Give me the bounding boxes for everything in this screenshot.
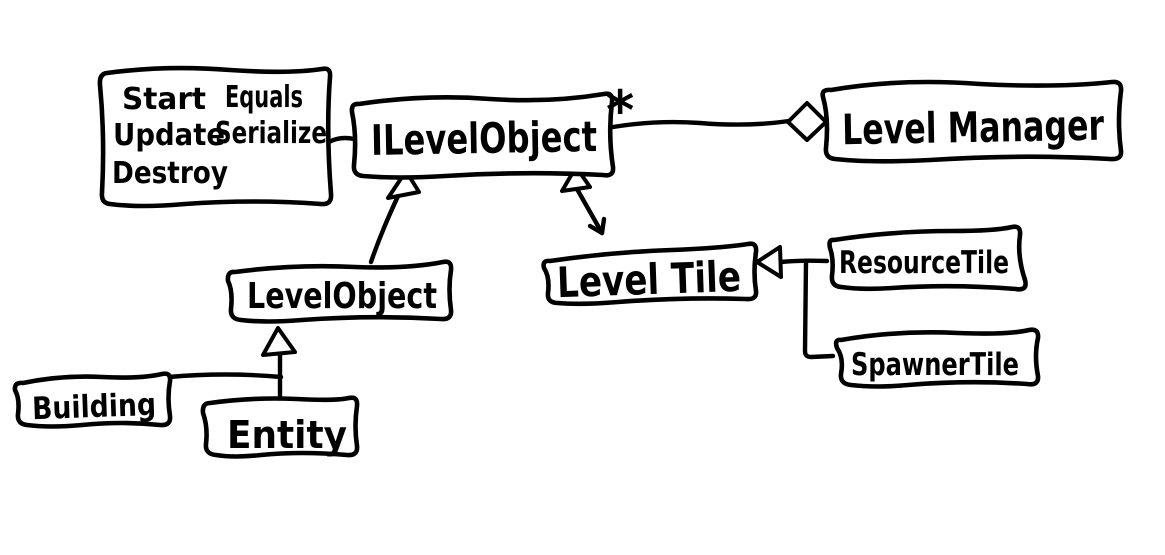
method-label-update: Update: [113, 118, 225, 153]
entity-border: [200, 395, 360, 459]
ilevelobject-border: [349, 91, 616, 180]
inheritance-line-leveltile: [574, 186, 605, 236]
class-box-levelmanager: Level Manager: [820, 79, 1124, 164]
methods-note-border: [97, 65, 334, 209]
building-border: [12, 371, 173, 429]
method-label-equals: Equals: [225, 80, 303, 115]
multiplicity-star-label: *: [606, 79, 634, 142]
leveltile-border: [541, 241, 759, 307]
inheritance-arrowhead-levelobject-bottom: [261, 326, 297, 357]
levelmanager-border: [820, 79, 1124, 164]
note-link-line: [326, 135, 357, 145]
ilevelobject-label: ILevelObject: [371, 112, 598, 165]
building-label: Building: [31, 387, 156, 427]
leveltile-end-barb: [587, 216, 607, 236]
resourcetile-border: [827, 224, 1028, 292]
resourcetile-label: ResourceTile: [839, 245, 1009, 281]
spawnertile-elbow-line: [802, 258, 836, 360]
levelobject-label: LevelObject: [247, 276, 437, 317]
method-label-destroy: Destroy: [112, 156, 228, 191]
spawnertile-label: SpawnerTile: [851, 347, 1019, 383]
entity-label: Entity: [227, 413, 347, 457]
methods-note-box: Start Equals Update Serialize Destroy: [97, 65, 334, 209]
resourcetile-line: [778, 258, 830, 265]
class-box-ilevelobject: ILevelObject *: [349, 79, 634, 180]
levelmanager-label: Level Manager: [842, 101, 1105, 155]
inheritance-arrowhead-leveltile-right: [755, 245, 783, 279]
leveltile-label: Level Tile: [556, 252, 742, 307]
class-box-levelobject: LevelObject: [225, 259, 454, 324]
connectors: [166, 101, 836, 401]
levelobject-border: [225, 259, 454, 324]
aggregation-diamond: [786, 101, 828, 142]
inheritance-arrowhead-leveltile: [560, 165, 592, 193]
spawnertile-border: [833, 327, 1041, 389]
inheritance-arrowhead-levelobject: [386, 169, 421, 200]
building-link-line: [166, 372, 284, 380]
method-label-start: Start: [122, 82, 206, 117]
class-box-building: Building: [12, 371, 173, 429]
class-box-spawnertile: SpawnerTile: [833, 327, 1041, 389]
class-box-leveltile: Level Tile: [541, 241, 759, 307]
class-box-entity: Entity: [200, 395, 360, 459]
class-box-resourcetile: ResourceTile: [827, 224, 1028, 292]
aggregation-line: [610, 118, 792, 130]
inheritance-line-levelobject: [368, 191, 402, 265]
method-label-serialize: Serialize: [215, 116, 327, 151]
